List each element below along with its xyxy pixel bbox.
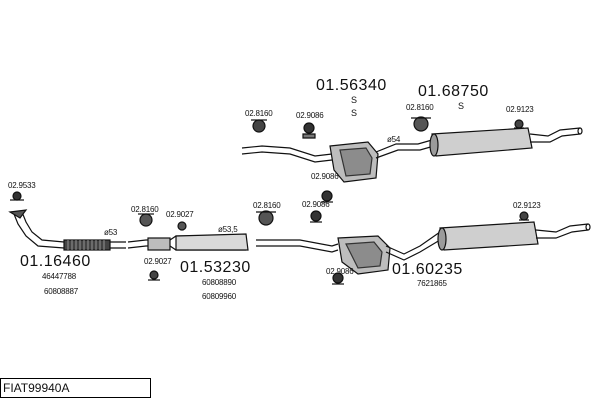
oe-number: 60808890 [202, 278, 236, 287]
upper-rear-pipe [375, 139, 433, 153]
upper-front-pipe-lower [241, 151, 333, 163]
lower-rear-silencer [439, 221, 539, 251]
symbol-s: S [351, 95, 358, 105]
oe-number: 60809960 [202, 292, 236, 301]
part-number-01-60235: 01.60235 [392, 261, 463, 278]
part-number-02-9123: 02.9123 [513, 201, 541, 210]
part-number-02-8160: 02.8160 [131, 205, 159, 214]
diagram-code: FIAT99940A [3, 381, 70, 395]
title-box [0, 378, 151, 398]
front-downpipe [13, 213, 65, 249]
part-number-01-16460: 01.16460 [20, 253, 91, 270]
part-number-01-53230: 01.53230 [180, 259, 251, 276]
flexible-pipe [63, 239, 111, 251]
diameter-54: ø54 [387, 135, 401, 144]
lower-hanger-clamps [10, 191, 529, 285]
lower-rear-pipe [385, 231, 441, 255]
part-number-01-68750: 01.68750 [418, 83, 489, 100]
upper-tailpipe [529, 127, 581, 137]
upper-rear-silencer [431, 127, 533, 157]
oe-number: 7621865 [417, 279, 447, 288]
oe-number: 46447788 [42, 272, 76, 281]
symbol-s: S [351, 108, 358, 118]
lower-tailpipe [535, 223, 589, 233]
part-number-02-9086: 02.9086 [326, 267, 354, 276]
part-number-02-9027: 02.9027 [166, 210, 194, 219]
part-number-02-9086: 02.9086 [302, 200, 330, 209]
part-number-01-56340: 01.56340 [316, 77, 387, 94]
part-number-02-9027: 02.9027 [144, 257, 172, 266]
lower-middle-pipe [256, 239, 339, 247]
part-number-02-8160: 02.8160 [245, 109, 273, 118]
manifold-flange [8, 209, 28, 219]
part-number-02-9086: 02.9086 [311, 172, 339, 181]
part-number-02-8160: 02.8160 [406, 103, 434, 112]
part-number-02-8160: 02.8160 [253, 201, 281, 210]
diameter-53: ø53 [104, 228, 118, 237]
symbol-s: S [458, 101, 465, 111]
upper-front-pipe [241, 145, 333, 157]
diameter-53-5: ø53,5 [218, 225, 238, 234]
lower-exhaust-assembly [8, 191, 591, 285]
part-number-02-9123: 02.9123 [506, 105, 534, 114]
oe-number: 60808887 [44, 287, 78, 296]
part-number-02-9533: 02.9533 [8, 181, 36, 190]
upper-exhaust-assembly [241, 116, 583, 203]
upper-hanger-clamps [251, 116, 524, 203]
part-number-02-9086: 02.9086 [296, 111, 324, 120]
